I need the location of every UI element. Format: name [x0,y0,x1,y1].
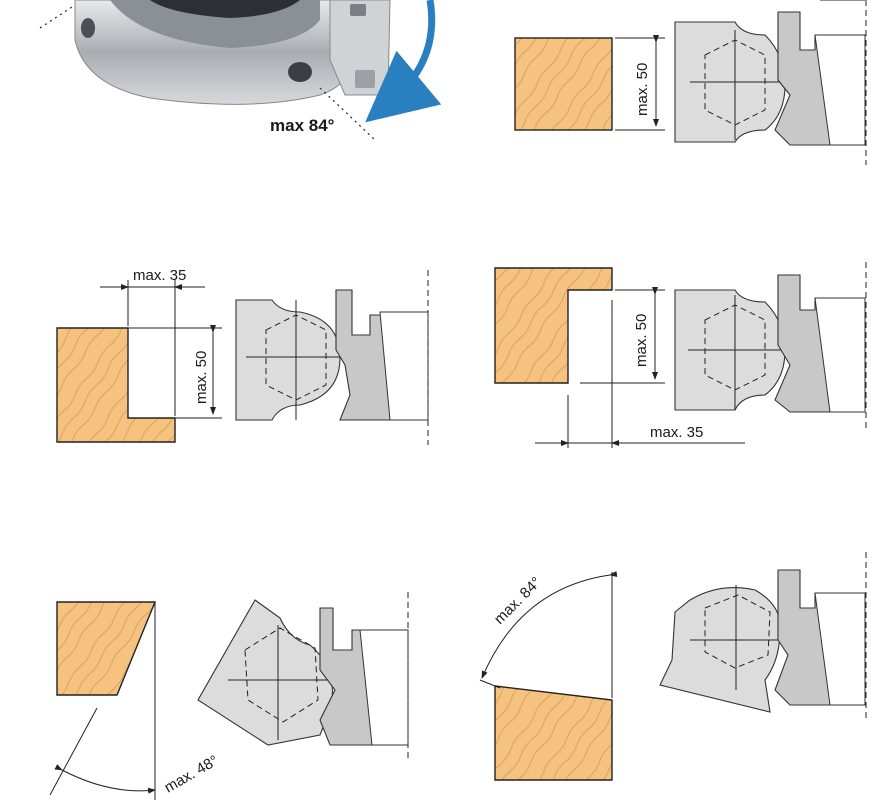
workpiece-6 [494,685,613,781]
workpiece-4 [494,267,613,384]
angle-label-top: max 84° [270,116,335,135]
profile-panel-3: max. 35 max. 50 [56,267,429,445]
height-label-2: max. 50 [634,63,651,116]
angle-label-6: max. 84° [491,574,545,628]
workpiece-5 [56,601,157,696]
workpiece-3 [56,327,176,443]
profile-panel-4: max. 50 max. 35 [494,262,867,448]
height-label-3: max. 50 [193,351,210,404]
tool-photo: max 84° [39,0,442,141]
cutter-3 [235,299,341,421]
profile-panel-5: max. 48° [49,592,409,800]
profile-panel-2: max. 50 [514,0,867,165]
angle-label-5: max. 48° [162,752,222,796]
workpiece-2 [514,37,613,131]
profile-panel-6: max. 84° [479,552,867,781]
width-label-3: max. 35 [133,267,186,284]
cutter-6 [659,587,781,713]
cutter-5 [197,599,334,746]
height-label-4: max. 50 [633,314,650,367]
width-label-4: max. 35 [650,424,703,441]
